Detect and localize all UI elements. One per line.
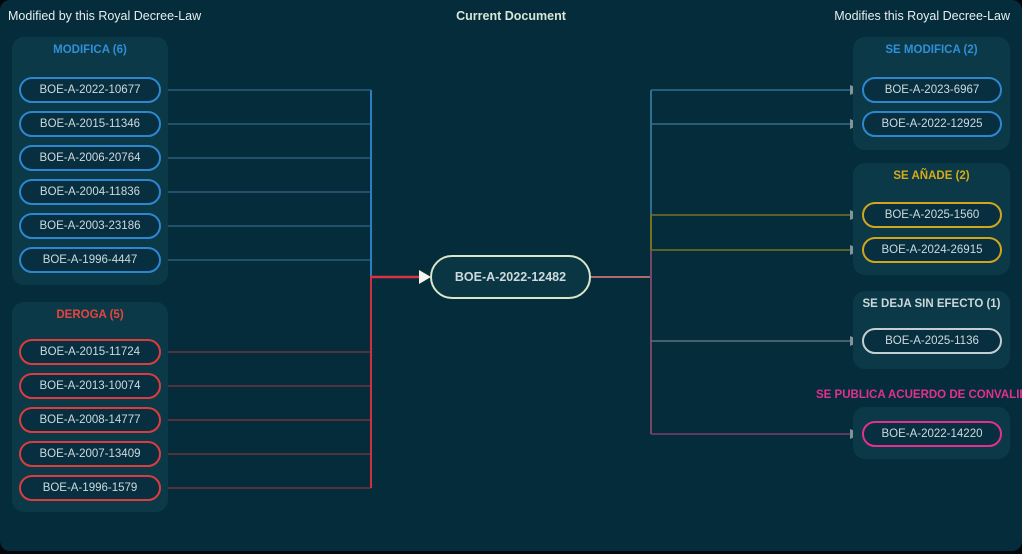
group-se-deja-sin-efecto-title: SE DEJA SIN EFECTO (1) (862, 298, 1001, 310)
group-deroga: DEROGA (5) BOE-A-2015-11724 BOE-A-2013-1… (12, 302, 168, 512)
right-column-header: Modifies this Royal Decree-Law (834, 9, 1010, 23)
doc-node[interactable]: BOE-A-2015-11724 (19, 339, 161, 365)
center-column-header: Current Document (456, 9, 566, 23)
group-se-publica-title: SE PUBLICA ACUERDO DE CONVALIDACIÓN (816, 389, 1022, 401)
doc-node[interactable]: BOE-A-2003-23186 (19, 213, 161, 239)
doc-node[interactable]: BOE-A-1996-4447 (19, 247, 161, 273)
doc-node[interactable]: BOE-A-2022-12925 (862, 111, 1002, 137)
current-document-node[interactable]: BOE-A-2022-12482 (430, 255, 591, 299)
doc-node[interactable]: BOE-A-2022-10677 (19, 77, 161, 103)
arrowhead-center-icon (419, 270, 431, 284)
group-modifica: MODIFICA (6) BOE-A-2022-10677 BOE-A-2015… (12, 37, 168, 285)
doc-node[interactable]: BOE-A-2004-11836 (19, 179, 161, 205)
group-se-deja-sin-efecto: SE DEJA SIN EFECTO (1) BOE-A-2025-1136 (853, 291, 1010, 369)
group-se-publica: BOE-A-2022-14220 (853, 407, 1010, 459)
doc-node[interactable]: BOE-A-2025-1136 (862, 328, 1002, 354)
doc-node[interactable]: BOE-A-2022-14220 (862, 421, 1002, 447)
doc-node[interactable]: BOE-A-2013-10074 (19, 373, 161, 399)
group-se-modifica-title: SE MODIFICA (2) (885, 44, 978, 56)
doc-node[interactable]: BOE-A-2025-1560 (862, 202, 1002, 228)
doc-node[interactable]: BOE-A-2008-14777 (19, 407, 161, 433)
group-modifica-title: MODIFICA (6) (53, 44, 127, 56)
doc-node[interactable]: BOE-A-2015-11346 (19, 111, 161, 137)
doc-node[interactable]: BOE-A-1996-1579 (19, 475, 161, 501)
group-deroga-title: DEROGA (5) (56, 309, 124, 321)
group-se-anade-title: SE AÑADE (2) (893, 170, 970, 182)
doc-node[interactable]: BOE-A-2006-20764 (19, 145, 161, 171)
group-se-modifica: SE MODIFICA (2) BOE-A-2023-6967 BOE-A-20… (853, 37, 1010, 150)
left-column-header: Modified by this Royal Decree-Law (8, 9, 202, 23)
doc-node[interactable]: BOE-A-2007-13409 (19, 441, 161, 467)
group-se-anade: SE AÑADE (2) BOE-A-2025-1560 BOE-A-2024-… (853, 163, 1010, 275)
doc-node[interactable]: BOE-A-2023-6967 (862, 77, 1002, 103)
doc-node[interactable]: BOE-A-2024-26915 (862, 237, 1002, 263)
